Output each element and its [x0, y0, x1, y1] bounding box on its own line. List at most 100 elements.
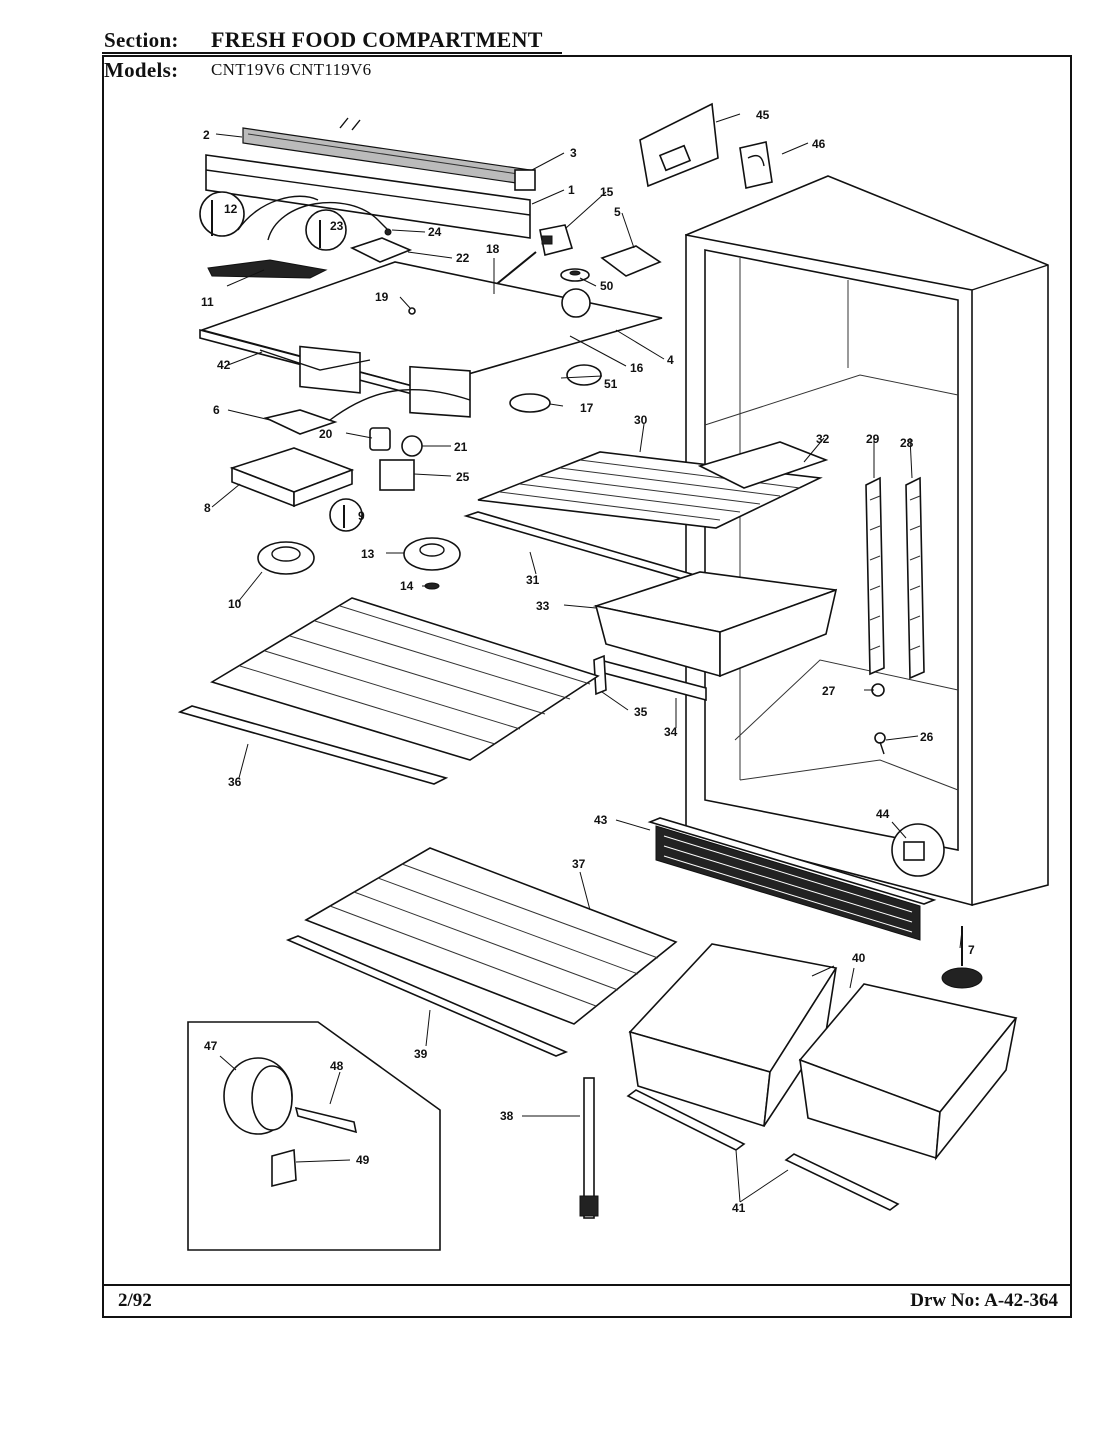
- callout-31: 31: [526, 573, 540, 587]
- callout-35: 35: [634, 705, 648, 719]
- part-32-shelf-frame: [697, 441, 829, 489]
- callout-27: 27: [822, 684, 836, 698]
- callout-46: 46: [812, 137, 826, 151]
- callout-23: 23: [330, 219, 344, 233]
- callout-36: 36: [228, 775, 242, 789]
- part-1-channel: [205, 154, 536, 239]
- header-rule: [102, 52, 562, 54]
- part-8-tray: [229, 447, 355, 508]
- part-37-shelf: [304, 847, 678, 1025]
- callout-47: 47: [204, 1039, 218, 1053]
- callout-15: 15: [600, 185, 614, 199]
- part-46-clip: [739, 141, 773, 189]
- refrigerator-cabinet: [684, 175, 1049, 907]
- part-17-ring: [509, 393, 551, 413]
- part-15-switch: [539, 224, 574, 256]
- part-5-light-cover: [600, 245, 662, 277]
- callout-3: 3: [570, 146, 577, 160]
- part-22-plate: [349, 237, 413, 263]
- models-label: Models:: [104, 58, 179, 82]
- callout-6: 6: [213, 403, 220, 417]
- part-40-crisper-left: [628, 943, 838, 1128]
- part-24-wire: [267, 201, 392, 241]
- part-41-rods: [626, 1089, 900, 1211]
- callout-2: 2: [203, 128, 210, 142]
- callout-33: 33: [536, 599, 550, 613]
- part-13-fan-blade: [403, 537, 461, 571]
- footer-rule: [102, 1284, 1072, 1286]
- callout-41: 41: [732, 1201, 746, 1215]
- callout-9: 9: [358, 509, 365, 523]
- callout-28: 28: [900, 436, 914, 450]
- callout-37: 37: [572, 857, 586, 871]
- callout-39: 39: [414, 1047, 428, 1061]
- callout-8: 8: [204, 501, 211, 515]
- callout-40: 40: [852, 951, 866, 965]
- callout-4: 4: [667, 353, 674, 367]
- drawing-number: Drw No: A-42-364: [910, 1290, 1058, 1311]
- part-4-control-housing: [199, 261, 663, 418]
- part-36-trim: [177, 705, 449, 785]
- callout-1: 1: [568, 183, 575, 197]
- diagram-frame: [102, 55, 1072, 1318]
- callout-45: 45: [756, 108, 770, 122]
- callout-50: 50: [600, 279, 614, 293]
- part-33-pan: [592, 571, 838, 678]
- footer-date: 2/92: [118, 1290, 152, 1311]
- part-12-detail: [199, 191, 319, 237]
- callout-26: 26: [920, 730, 934, 744]
- models-value: CNT19V6 CNT119V6: [211, 60, 372, 79]
- part-39-shelf-trim: [285, 935, 569, 1057]
- callout-14: 14: [400, 579, 414, 593]
- part-36-lower-wire-shelf: [210, 597, 600, 761]
- callout-24: 24: [428, 225, 442, 239]
- callout-16: 16: [630, 361, 644, 375]
- callout-38: 38: [500, 1109, 514, 1123]
- callout-48: 48: [330, 1059, 344, 1073]
- callout-21: 21: [454, 440, 468, 454]
- callout-13: 13: [361, 547, 375, 561]
- callout-43: 43: [594, 813, 608, 827]
- part-10-fan-housing: [257, 541, 315, 575]
- section-label: Section:: [104, 28, 179, 52]
- callout-22: 22: [456, 251, 470, 265]
- part-11-heater: [207, 259, 328, 279]
- part-20-socket: [369, 427, 391, 451]
- callout-5: 5: [614, 205, 621, 219]
- inset-47-49: [187, 1021, 441, 1251]
- callout-32: 32: [816, 432, 830, 446]
- part-50-knob: [560, 268, 590, 282]
- callout-42: 42: [217, 358, 231, 372]
- callout-19: 19: [375, 290, 389, 304]
- callout-18: 18: [486, 242, 500, 256]
- callout-44: 44: [876, 807, 890, 821]
- callout-20: 20: [319, 427, 333, 441]
- callout-49: 49: [356, 1153, 370, 1167]
- callout-7: 7: [968, 943, 975, 957]
- part-23-detail: [305, 209, 347, 251]
- callout-29: 29: [866, 432, 880, 446]
- part-9-screw-detail: [329, 498, 363, 532]
- part-38-post: [579, 1077, 599, 1219]
- callout-25: 25: [456, 470, 470, 484]
- callout-30: 30: [634, 413, 648, 427]
- part-6-damper: [263, 388, 471, 435]
- part-35-bracket: [593, 654, 607, 696]
- part-43-grille: [647, 817, 937, 941]
- leader-lines: [211, 113, 963, 1203]
- part-42-wiring: [259, 349, 371, 371]
- callout-12: 12: [224, 202, 238, 216]
- part-40-crisper-right: [798, 983, 1018, 1161]
- callout-51: 51: [604, 377, 618, 391]
- callout-17: 17: [580, 401, 594, 415]
- section-title: FRESH FOOD COMPARTMENT: [211, 27, 543, 52]
- part-45-bracket: [639, 102, 719, 188]
- callout-10: 10: [228, 597, 242, 611]
- part-51-cap: [566, 364, 602, 386]
- part-28-29-shelf-rails: [865, 476, 925, 680]
- callout-34: 34: [664, 725, 678, 739]
- part-25-timer: [379, 459, 415, 491]
- part-26-screw: [874, 732, 886, 755]
